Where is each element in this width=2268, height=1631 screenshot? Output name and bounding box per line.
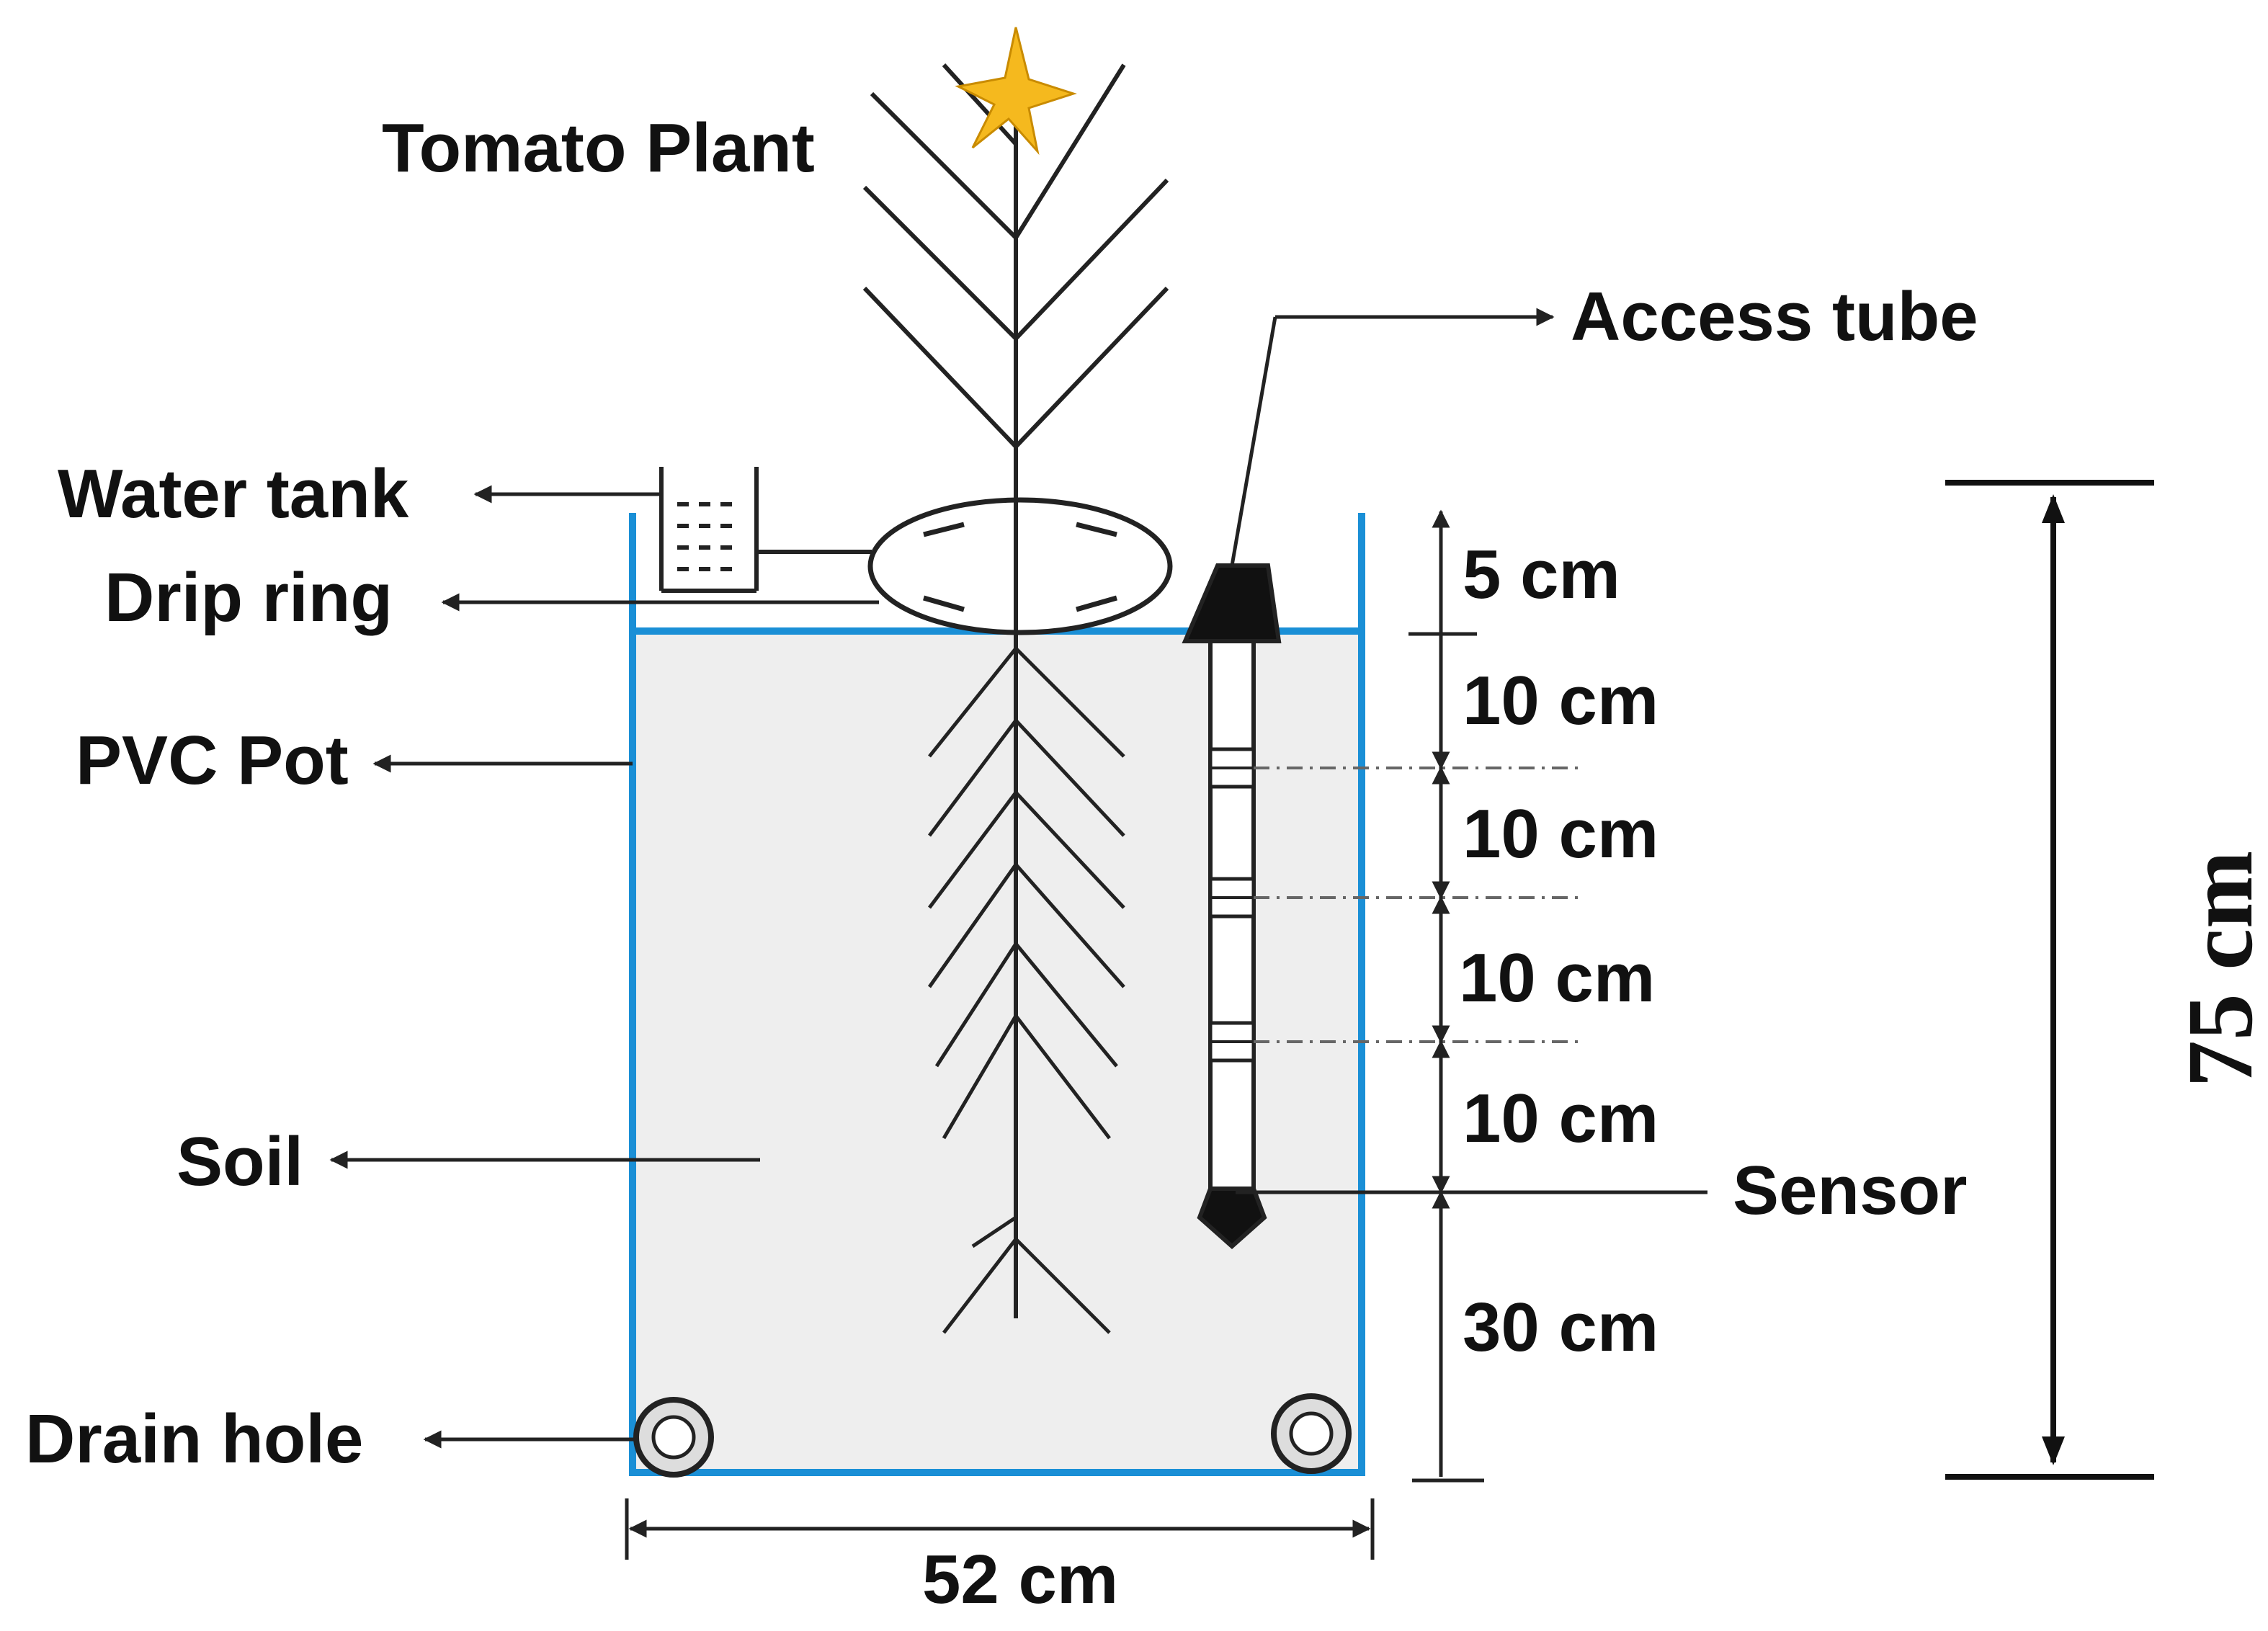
- tomato-plant: [862, 63, 1169, 1318]
- dim-width: 52 cm: [922, 1541, 1118, 1618]
- water-tank: [659, 467, 872, 593]
- dim-total-height: 75 cm: [2169, 851, 2268, 1088]
- drain-holes: [633, 1393, 1352, 1478]
- drip-ring: [867, 497, 1173, 635]
- access-tube-leader: [1230, 316, 1277, 566]
- drip-ring-label: Drip ring: [104, 559, 393, 636]
- access-tube: [1182, 563, 1282, 1250]
- access-tube-label: Access tube: [1571, 278, 1978, 355]
- root-system: [927, 647, 1125, 1334]
- dim-top-gap: 5 cm: [1463, 536, 1620, 613]
- soil-label: Soil: [177, 1123, 303, 1200]
- pvc-pot-label: PVC Pot: [76, 722, 349, 799]
- dim-bottom: 30 cm: [1463, 1289, 1658, 1366]
- total-height-dimension: [1945, 480, 2154, 1480]
- flower-icon: [955, 27, 1077, 156]
- drain-hole-label: Drain hole: [25, 1400, 363, 1478]
- label-pointers: [329, 485, 879, 1449]
- sensor-levels: [1254, 767, 1578, 1043]
- dim-segment-1: 10 cm: [1463, 662, 1658, 739]
- tomato-plant-label: Tomato Plant: [382, 110, 815, 187]
- dim-segment-4: 10 cm: [1463, 1080, 1658, 1157]
- dim-segment-3: 10 cm: [1459, 939, 1655, 1016]
- width-dimension: [625, 1498, 1375, 1560]
- depth-dimension-chain: [1408, 509, 1484, 1483]
- dim-segment-2: 10 cm: [1463, 795, 1658, 872]
- sensor-label: Sensor: [1733, 1152, 1967, 1229]
- water-tank-label: Water tank: [58, 455, 409, 532]
